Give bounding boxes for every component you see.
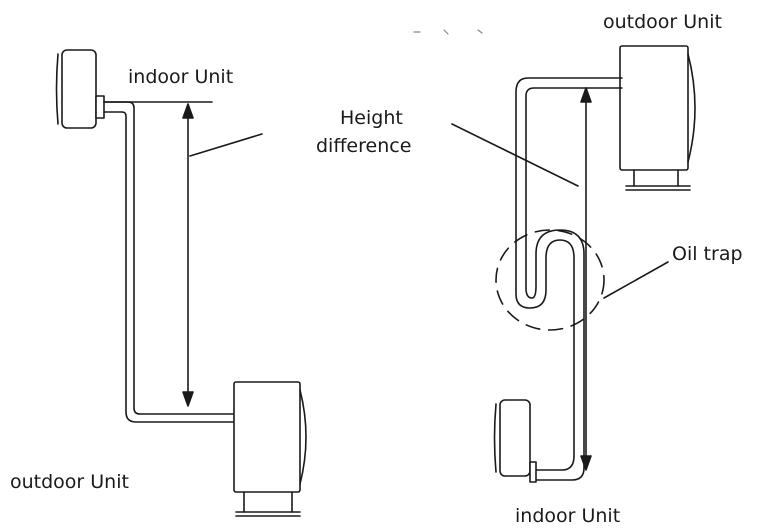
oil-trap-label: Oil trap [672,243,743,265]
oil-trap-leader [603,261,669,299]
right-outdoor-unit-label: outdoor Unit [603,11,722,33]
left-outdoor-unit-label: outdoor Unit [10,471,129,493]
left-outdoor-unit [233,381,307,517]
height-difference-leader-right [451,123,579,187]
left-indoor-unit-label: indoor Unit [128,66,233,88]
left-indoor-unit [55,49,105,129]
height-difference-leader-left [189,133,263,157]
right-height-arrow [580,87,592,471]
right-outdoor-unit [619,45,696,191]
height-difference-label-line2: difference [316,135,411,157]
right-indoor-unit [493,399,537,483]
right-indoor-unit-label: indoor Unit [515,505,620,527]
right-refrigerant-pipe-inner [525,87,623,481]
right-diagram [451,45,696,483]
right-refrigerant-pipe-outer [515,77,623,471]
left-diagram [55,49,307,517]
height-difference-label-line1: Height [340,107,403,129]
oil-trap-circle [495,229,605,331]
faint-marks [413,29,483,35]
left-refrigerant-pipe [103,101,237,423]
left-height-arrow [182,103,194,407]
